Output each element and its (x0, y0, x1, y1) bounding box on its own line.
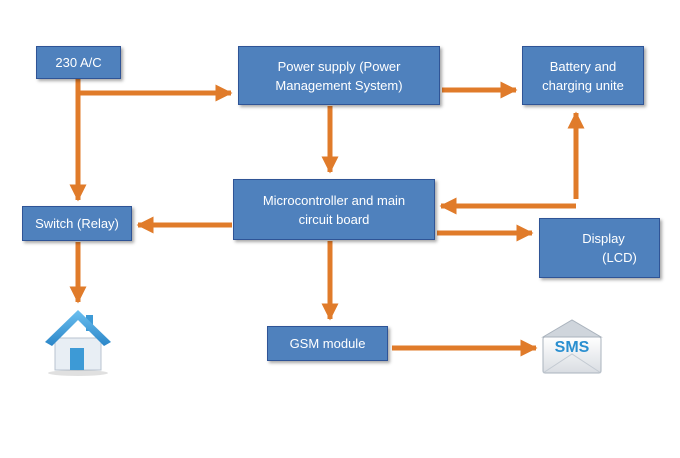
battery-node: Battery and charging unite (522, 46, 644, 105)
display-node: Display (LCD) (539, 218, 660, 278)
switch-relay-node: Switch (Relay) (22, 206, 132, 241)
house-icon (45, 310, 111, 376)
battery-label-line2: charging unite (542, 77, 624, 93)
microcontroller-label-line1: Microcontroller and main (262, 192, 406, 208)
gsm-label: GSM module (289, 336, 366, 351)
gsm-module-node: GSM module (267, 326, 388, 361)
power-supply-node: Power supply (Power Management System) (238, 46, 440, 105)
microcontroller-node: Microcontroller and main circuit board (233, 179, 435, 240)
ac-source-label: 230 A/C (55, 55, 102, 70)
power-supply-label-line1: Power supply (Power (277, 58, 401, 74)
sms-envelope-icon: SMS (541, 319, 603, 374)
battery-label-line1: Battery and (549, 58, 617, 74)
display-label-line2: (LCD) (602, 250, 637, 265)
ac-source-node: 230 A/C (36, 46, 121, 79)
microcontroller-label-line2: circuit board (298, 211, 370, 227)
power-supply-label-line2: Management System) (275, 77, 403, 93)
sms-label: SMS (555, 339, 590, 356)
display-label-line1: Display (582, 231, 625, 246)
switch-label: Switch (Relay) (35, 216, 119, 231)
